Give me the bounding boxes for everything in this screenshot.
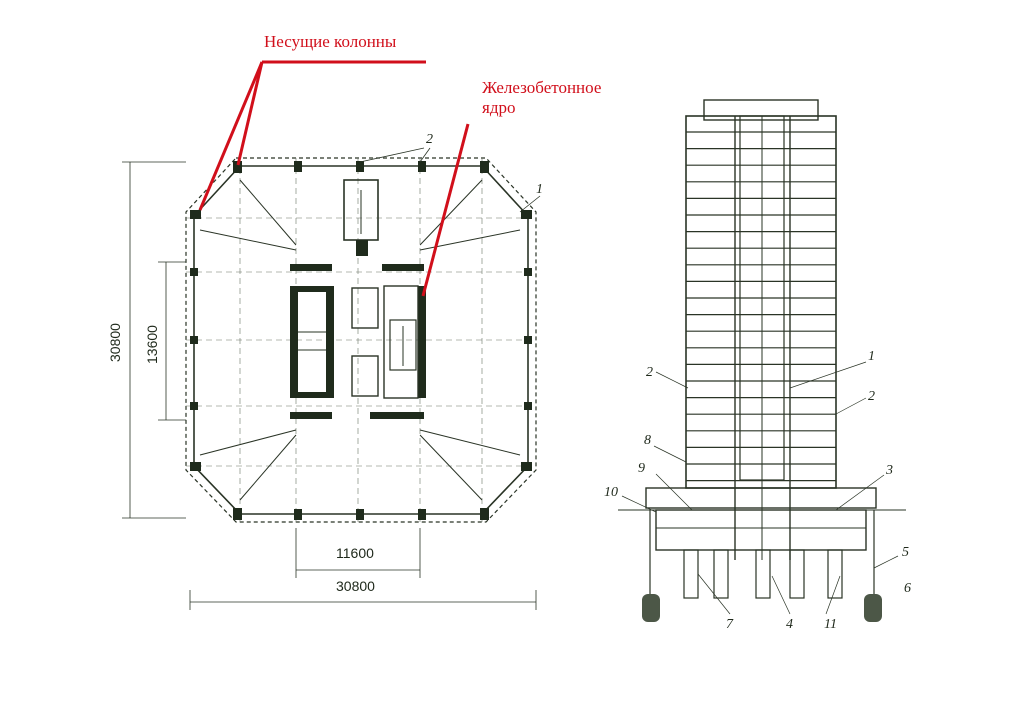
section-callout-2-left: 2 bbox=[646, 365, 653, 380]
plan-dimensions bbox=[122, 161, 537, 610]
section-callout-8: 7 bbox=[726, 617, 734, 632]
corner-beams bbox=[199, 179, 521, 501]
dim-total-width: 30800 bbox=[336, 578, 375, 594]
plan-callout-leaders bbox=[359, 147, 541, 213]
dim-inner-width: 11600 bbox=[336, 545, 374, 561]
plan-callout-2: 2 bbox=[426, 132, 433, 147]
section-callout-1: 1 bbox=[868, 349, 875, 364]
section-leaders bbox=[621, 361, 899, 615]
section-callout-4: 4 bbox=[786, 617, 793, 632]
load-bearing-columns bbox=[190, 161, 532, 520]
annotation-leaders bbox=[198, 60, 470, 297]
label-concrete-core-line1: Железобетонное bbox=[482, 78, 602, 97]
section-callout-6: 6 bbox=[904, 581, 911, 596]
piles bbox=[649, 510, 875, 599]
plan-callout-1: 1 bbox=[536, 182, 543, 197]
pile-bulbs bbox=[642, 594, 882, 622]
label-load-bearing-columns: Несущие колонны bbox=[264, 32, 397, 51]
section-callout-7: 11 bbox=[824, 617, 837, 632]
floor-plan: 30800 11600 30800 13600 2 1 bbox=[107, 60, 543, 610]
dim-inner-height: 13600 bbox=[144, 325, 160, 364]
concrete-core bbox=[290, 179, 426, 419]
section-callout-2-right: 2 bbox=[868, 389, 875, 404]
section-floors bbox=[686, 131, 836, 482]
section-callout-11: 10 bbox=[604, 485, 618, 500]
section-callout-5: 5 bbox=[902, 545, 909, 560]
label-concrete-core-line2: ядро bbox=[482, 98, 516, 117]
section-callout-10: 9 bbox=[638, 461, 645, 476]
dim-total-height: 30800 bbox=[107, 323, 123, 362]
building-section: 2 1 2 3 8 9 10 5 6 7 4 11 bbox=[604, 99, 911, 632]
section-callout-3: 3 bbox=[885, 463, 893, 478]
plan-outline bbox=[185, 157, 537, 523]
section-callout-9: 8 bbox=[644, 433, 651, 448]
